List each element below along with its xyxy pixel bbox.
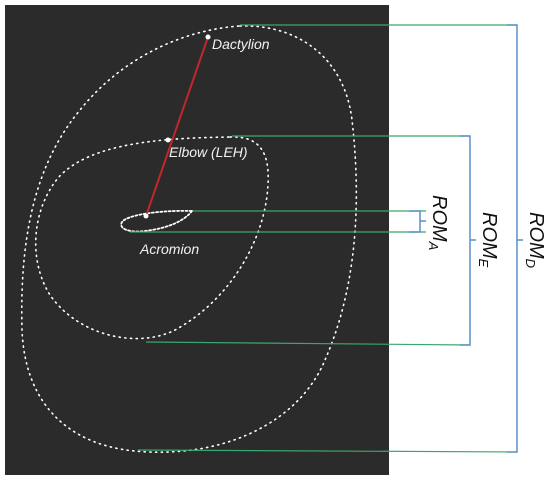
elbow-bottom-level-line	[145, 341, 471, 346]
rom-elbow-main: ROM	[478, 212, 500, 259]
rom-elbow-label: ROME	[476, 212, 500, 268]
rom-acromion-subscript: A	[426, 241, 441, 251]
rom-acromion-label: ROMA	[426, 195, 450, 250]
rom-elbow-subscript: E	[476, 259, 491, 268]
acromion-trace	[120, 209, 194, 233]
dactylion-marker	[205, 34, 211, 40]
rom-dactylion-main: ROM	[525, 212, 547, 259]
rom-dactylion-bracket	[507, 24, 523, 453]
dactylion-bottom-level-line	[137, 449, 518, 453]
dactylion-label: Dactylion	[212, 36, 270, 52]
elbow-marker	[165, 137, 171, 143]
acromion-label: Acromion	[139, 241, 199, 257]
rom-dactylion-label: ROMD	[523, 212, 547, 268]
trace-panel	[5, 5, 389, 475]
rom-dactylion-subscript: D	[523, 259, 538, 268]
elbow-trace	[34, 136, 269, 340]
dactylion-trace	[20, 25, 358, 453]
rom-acromion-bracket	[409, 210, 426, 233]
rom-elbow-bracket	[460, 135, 476, 346]
arm-segment	[145, 36, 209, 217]
rom-acromion-main: ROM	[428, 195, 450, 242]
acromion-marker	[143, 213, 149, 219]
elbow-label: Elbow (LEH)	[169, 144, 248, 160]
